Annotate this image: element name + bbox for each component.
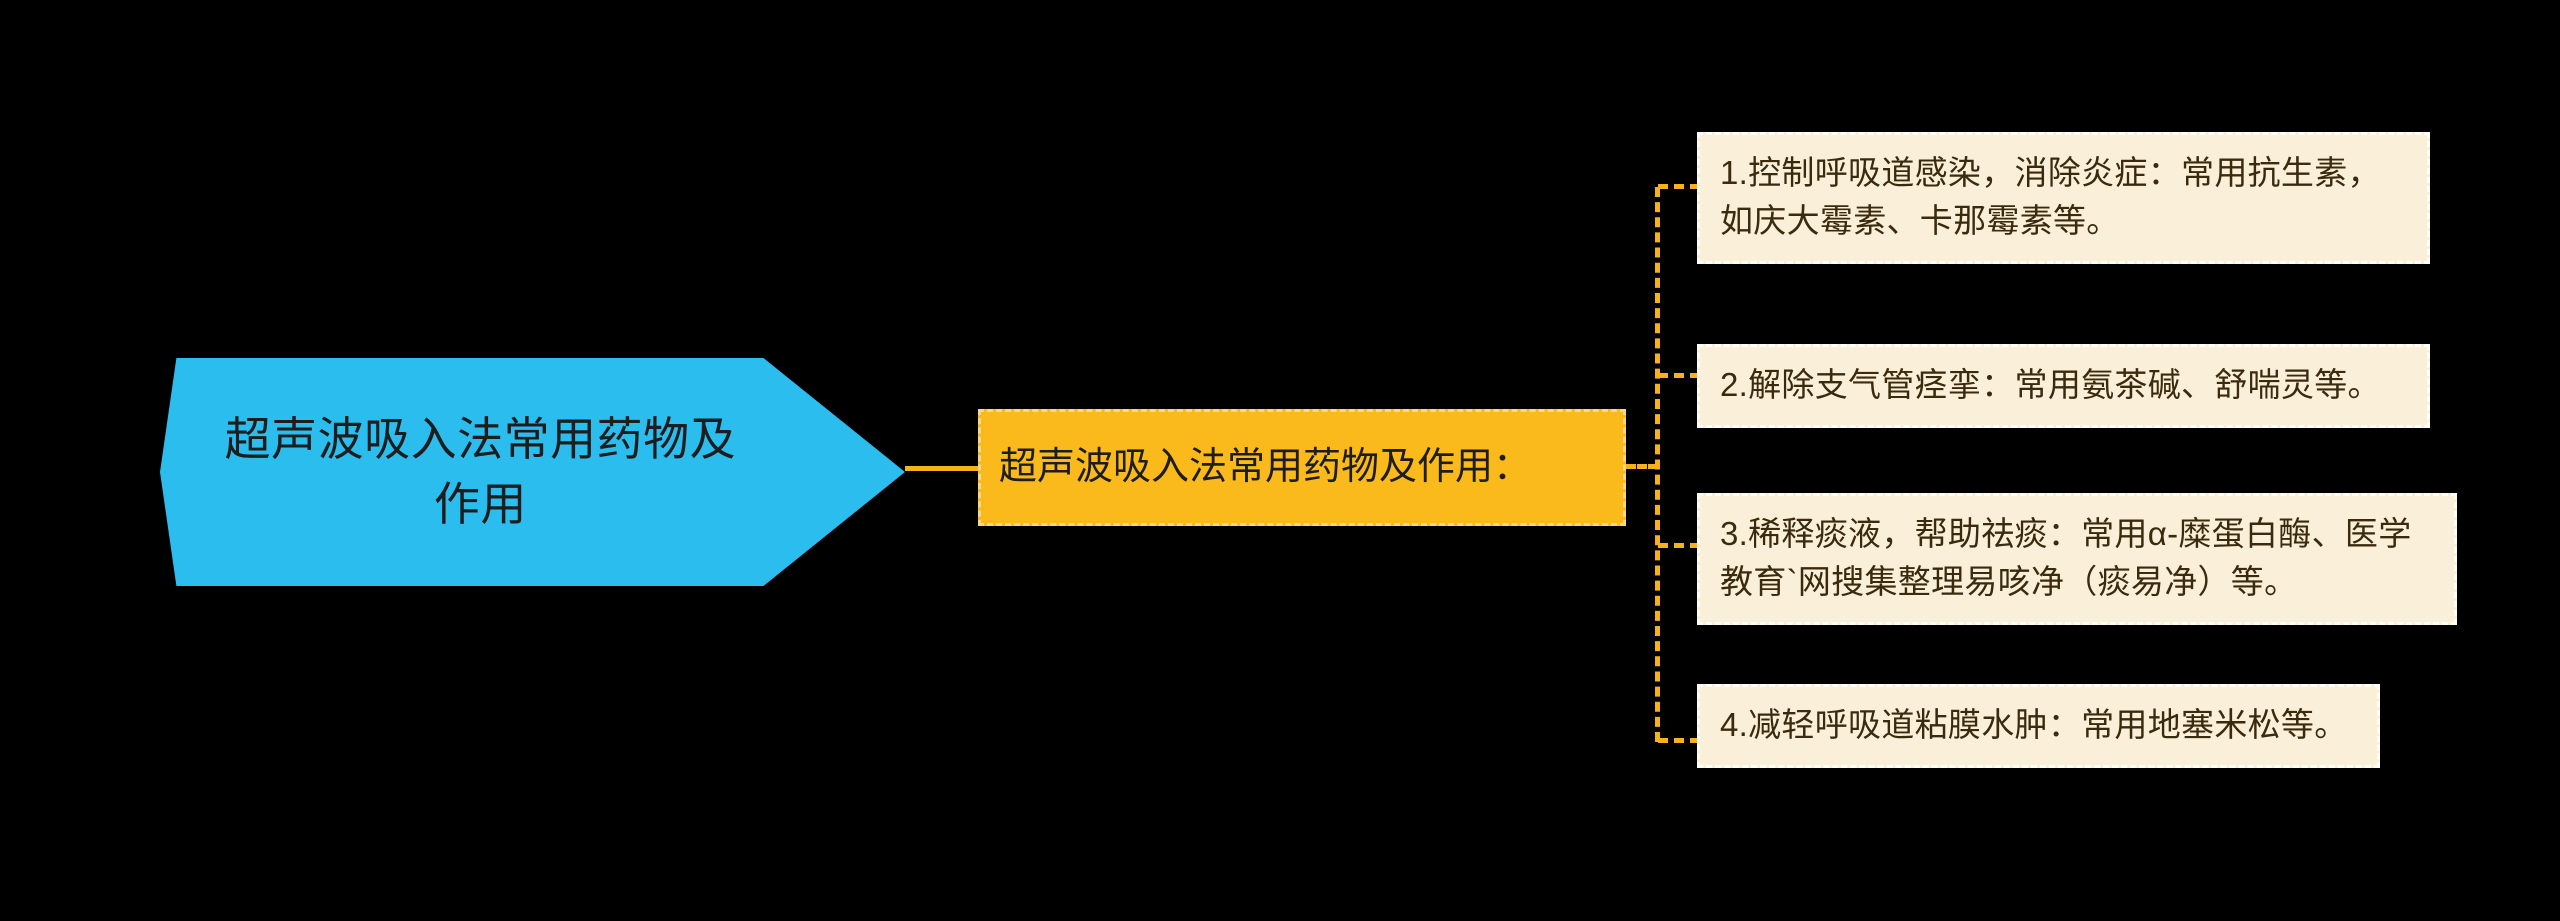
connector-leaf-stub [1658,373,1700,378]
leaf-node-label: 4.减轻呼吸道粘膜水肿：常用地塞米松等。 [1720,706,2348,743]
leaf-node-label: 2.解除支气管痉挛：常用氨茶碱、舒喘灵等。 [1720,366,2381,403]
connector-topic-stub [1626,464,1658,469]
leaf-node-label: 3.稀释痰液，帮助祛痰：常用α-糜蛋白酶、医学教育`网搜集整理易咳净（痰易净）等… [1720,515,2412,601]
root-node-shape [160,358,905,586]
leaf-node[interactable]: 2.解除支气管痉挛：常用氨茶碱、舒喘灵等。 [1697,344,2430,429]
connector-root-to-topic [905,466,990,471]
connector-leaf-stub [1658,184,1700,189]
leaf-node[interactable]: 1.控制呼吸道感染，消除炎症：常用抗生素，如庆大霉素、卡那霉素等。 [1697,132,2430,265]
leaf-node-label: 1.控制呼吸道感染，消除炎症：常用抗生素，如庆大霉素、卡那霉素等。 [1720,154,2381,240]
topic-node-label: 超声波吸入法常用药物及作用： [999,445,1532,488]
connector-leaf-stub [1658,738,1700,743]
leaf-node[interactable]: 3.稀释痰液，帮助祛痰：常用α-糜蛋白酶、医学教育`网搜集整理易咳净（痰易净）等… [1697,493,2457,626]
connector-leaf-stub [1658,543,1700,548]
leaf-node[interactable]: 4.减轻呼吸道粘膜水肿：常用地塞米松等。 [1697,684,2380,769]
topic-node[interactable]: 超声波吸入法常用药物及作用： [978,409,1626,526]
connector-vertical-spine [1655,187,1660,742]
root-node[interactable]: 超声波吸入法常用药物及作用 [160,358,905,586]
root-node-label: 超声波吸入法常用药物及作用 [224,412,737,530]
